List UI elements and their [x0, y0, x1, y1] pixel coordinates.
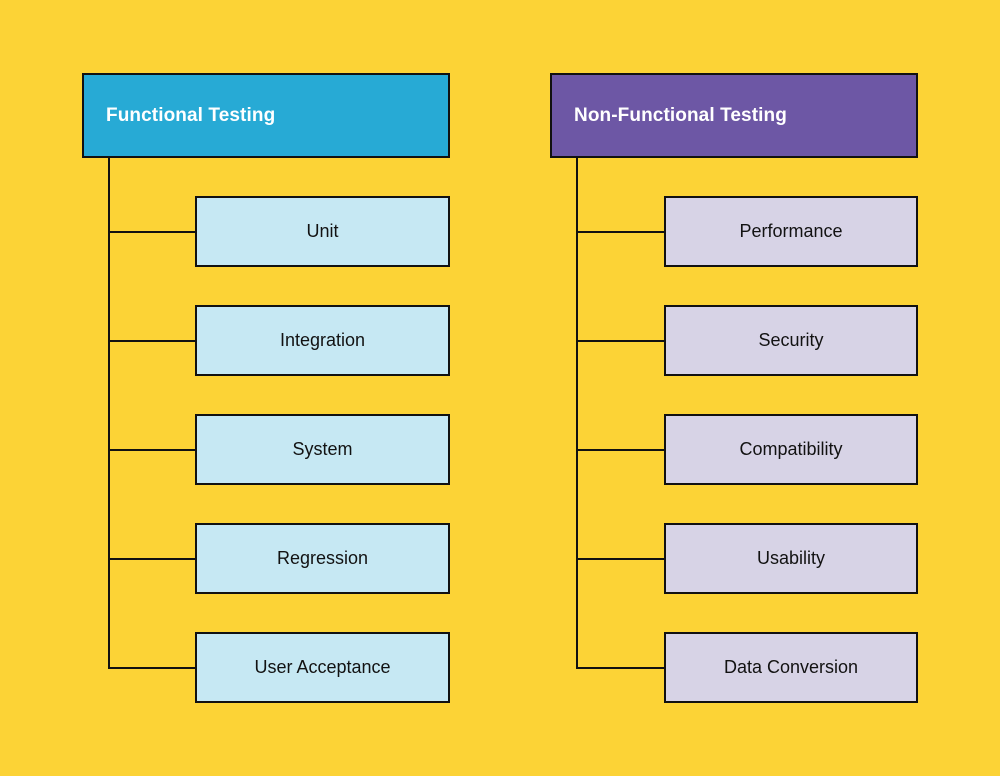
node-non-functional-child-usability[interactable]: Usability — [664, 523, 918, 594]
node-label: System — [292, 439, 353, 459]
node-functional-child-user-acceptance[interactable]: User Acceptance — [195, 632, 450, 703]
connector-branch-functional-5 — [108, 667, 197, 669]
node-label: Performance — [739, 221, 843, 241]
node-label: Usability — [756, 548, 826, 568]
node-non-functional-testing-root[interactable]: Non-Functional Testing — [550, 73, 918, 158]
connector-branch-functional-4 — [108, 558, 197, 560]
node-functional-child-integration[interactable]: Integration — [195, 305, 450, 376]
connector-branch-non-functional-2 — [576, 340, 666, 342]
node-non-functional-child-performance[interactable]: Performance — [664, 196, 918, 267]
node-functional-testing-root[interactable]: Functional Testing — [82, 73, 450, 158]
node-label: Compatibility — [739, 439, 843, 459]
node-non-functional-child-compatibility[interactable]: Compatibility — [664, 414, 918, 485]
connector-branch-non-functional-4 — [576, 558, 666, 560]
node-label: Unit — [306, 221, 339, 241]
connector-branch-non-functional-1 — [576, 231, 666, 233]
node-functional-child-system[interactable]: System — [195, 414, 450, 485]
connector-trunk-functional — [108, 158, 110, 668]
node-functional-child-unit[interactable]: Unit — [195, 196, 450, 267]
connector-branch-functional-1 — [108, 231, 197, 233]
node-label: Non-Functional Testing — [574, 104, 787, 126]
connector-branch-non-functional-5 — [576, 667, 666, 669]
node-label: Data Conversion — [723, 657, 859, 677]
connector-branch-non-functional-3 — [576, 449, 666, 451]
connector-branch-functional-3 — [108, 449, 197, 451]
connector-branch-functional-2 — [108, 340, 197, 342]
node-non-functional-child-security[interactable]: Security — [664, 305, 918, 376]
node-label: Regression — [276, 548, 369, 568]
node-non-functional-child-data-conversion[interactable]: Data Conversion — [664, 632, 918, 703]
connector-trunk-non-functional — [576, 158, 578, 668]
node-label: Integration — [279, 330, 366, 350]
node-label: User Acceptance — [254, 657, 391, 677]
node-label: Functional Testing — [106, 104, 276, 126]
node-functional-child-regression[interactable]: Regression — [195, 523, 450, 594]
node-label: Security — [758, 330, 824, 350]
